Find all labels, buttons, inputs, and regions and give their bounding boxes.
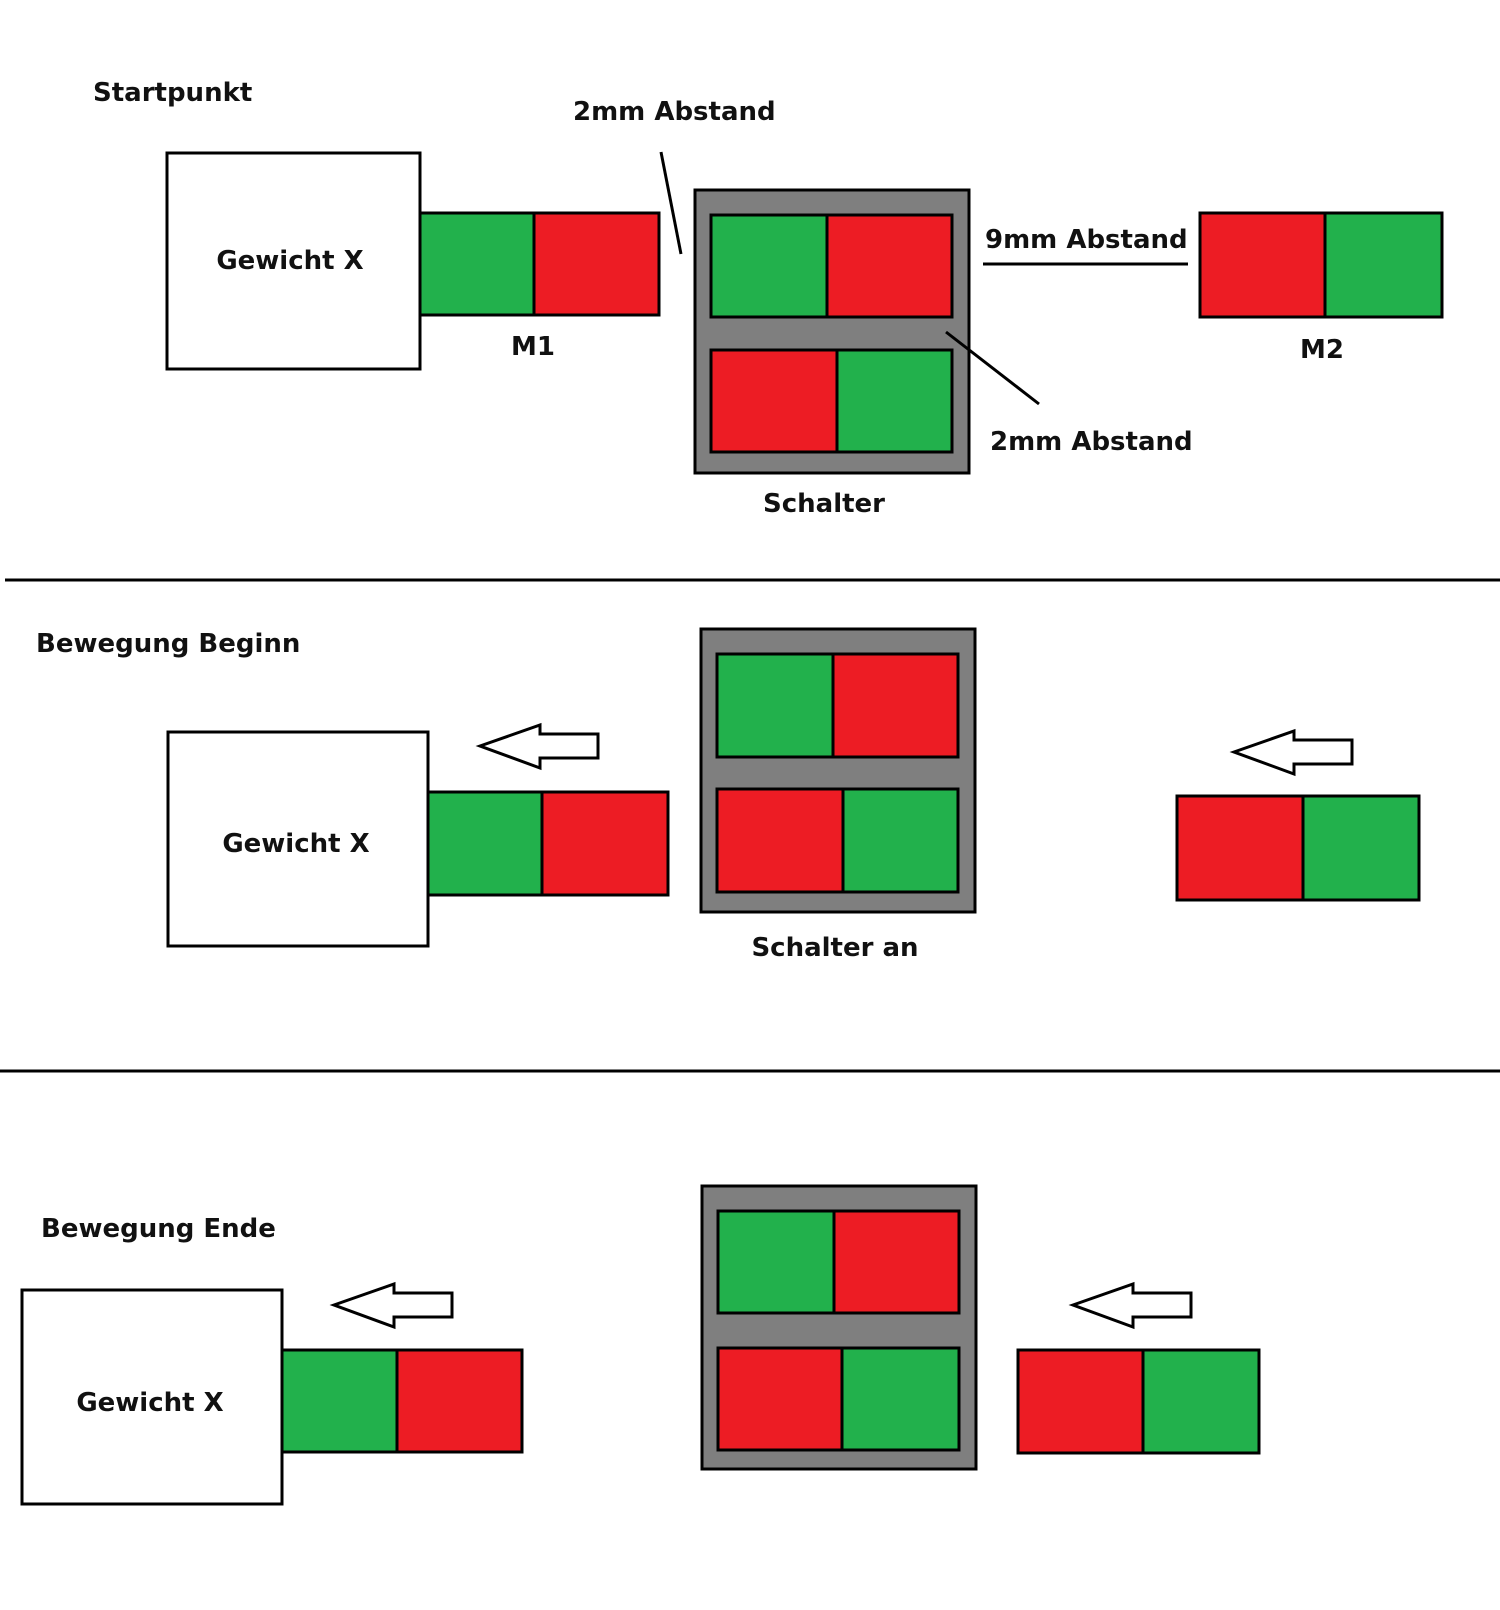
gap-bottom-label: 2mm Abstand [990, 427, 1193, 457]
switch-lower-pole-south [709, 348, 839, 454]
section-title: Startpunkt [93, 78, 252, 108]
section-bewegung-beginn: Bewegung Beginn Gewicht X Schalter an [36, 627, 1421, 963]
gap-bottom-pointer [945, 330, 1040, 406]
left-arrow-icon [329, 1281, 454, 1330]
weight-label: Gewicht X [216, 246, 363, 276]
m2-label: M2 [1300, 335, 1344, 365]
section-title: Bewegung Ende [41, 1214, 276, 1244]
magnet-pole-north [426, 790, 544, 897]
weight-box [20, 1288, 284, 1506]
magnet-pole-south [1016, 1348, 1145, 1455]
left-arrow-icon [475, 722, 600, 771]
magnet-pole-south [395, 1348, 524, 1454]
switch-upper-pole-north [716, 1209, 836, 1315]
switch [693, 188, 971, 475]
switch-upper-pole-south [831, 652, 960, 759]
magnet-m1 [426, 790, 670, 897]
magnet-pole-south [1175, 794, 1305, 902]
m1-label: M1 [511, 332, 555, 362]
magnet-pole-north [1141, 1348, 1261, 1455]
switch [700, 1184, 978, 1471]
switch-label: Schalter an [751, 933, 918, 963]
weight-box [166, 730, 430, 948]
magnet-m2 [1016, 1348, 1261, 1455]
magnet-m2 [1198, 211, 1444, 319]
switch-lower-pole-north [840, 1346, 961, 1452]
gap-top-pointer [659, 151, 683, 255]
left-arrow-icon [1229, 728, 1354, 777]
switch-lower-pole-north [835, 348, 954, 454]
magnet-m1 [280, 1348, 524, 1454]
section-title: Bewegung Beginn [36, 629, 300, 659]
switch-lower-pole-south [716, 1346, 844, 1452]
section-bewegung-ende: Bewegung Ende Gewicht X [20, 1184, 1261, 1506]
switch-upper-pole-north [715, 652, 835, 759]
weight-label: Gewicht X [76, 1388, 223, 1418]
magnet-pole-south [1198, 211, 1327, 319]
section-startpunkt: Startpunkt Gewicht X M1 Schalter 2mm Abs… [93, 78, 1444, 519]
switch-upper-pole-north [709, 213, 829, 319]
switch-upper-pole-south [825, 213, 954, 319]
gap-top-label: 2mm Abstand [573, 97, 776, 127]
left-arrow-icon [1068, 1281, 1193, 1330]
switch-upper-pole-south [832, 1209, 961, 1315]
magnet-pole-north [1301, 794, 1421, 902]
gap-right-label: 9mm Abstand [985, 225, 1188, 255]
switch-label: Schalter [763, 489, 885, 519]
magnet-pole-north [280, 1348, 399, 1454]
weight-box [165, 151, 422, 371]
magnet-pole-south [540, 790, 670, 897]
switch-lower-pole-north [841, 787, 960, 894]
magnet-pole-north [418, 211, 536, 317]
switch [699, 627, 977, 914]
magnet-pole-north [1323, 211, 1444, 319]
weight-label: Gewicht X [222, 829, 369, 859]
magnet-pole-south [532, 211, 661, 317]
magnet-m1 [418, 211, 661, 317]
magnet-m2 [1175, 794, 1421, 902]
switch-lower-pole-south [715, 787, 845, 894]
